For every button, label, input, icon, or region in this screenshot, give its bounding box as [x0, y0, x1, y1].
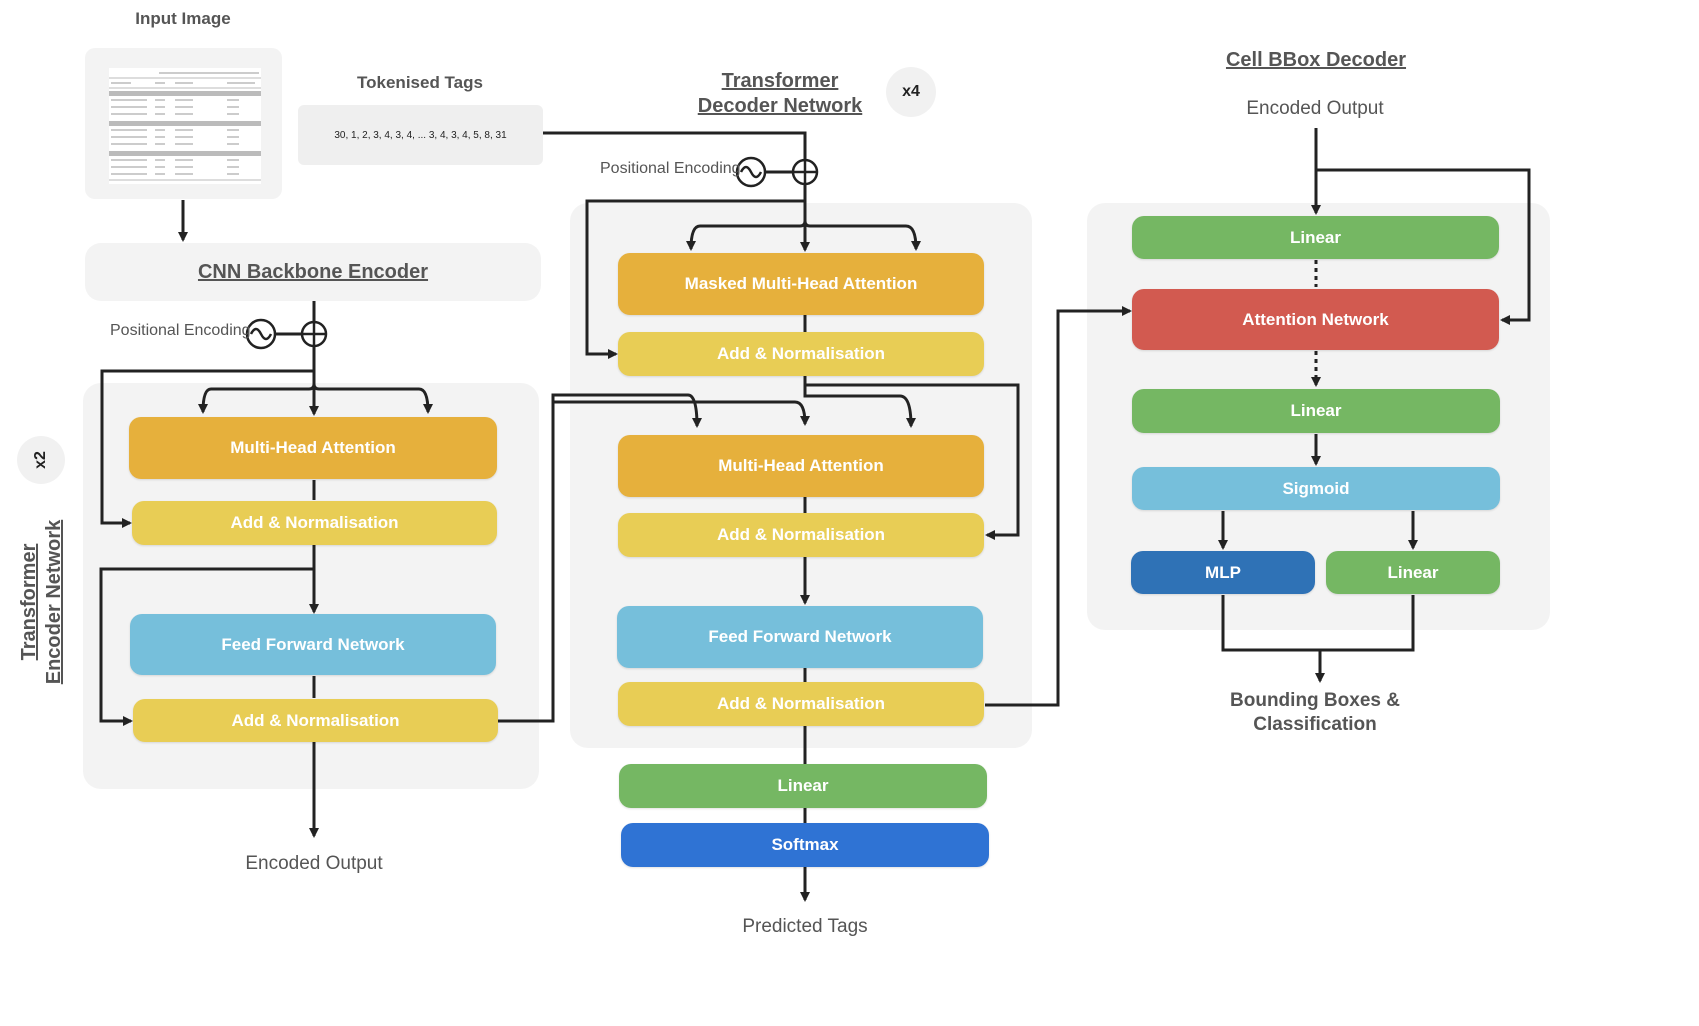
transformer-decoder-title: Transformer Decoder Network: [697, 70, 863, 117]
decoder-multi-head-attention: Multi-Head Attention: [618, 435, 984, 497]
decoder-add-normalisation-2: Add & Normalisation: [618, 513, 984, 557]
sigmoid: Sigmoid: [1132, 467, 1500, 510]
encoder-multi-head-attention: Multi-Head Attention: [129, 417, 497, 479]
input-image-label: Input Image: [135, 9, 231, 28]
predicted-tags-label: Predicted Tags: [742, 916, 868, 937]
cell-bbox-decoder-title: Cell BBox Decoder: [1225, 49, 1407, 71]
decoder-add-normalisation-1: Add & Normalisation: [618, 332, 984, 376]
encoder-output-label: Encoded Output: [245, 853, 383, 874]
decoder-linear: Linear: [619, 764, 987, 808]
cnn-backbone-panel: [85, 243, 541, 301]
transformer-encoder-title: Transformer Encoder Network: [18, 519, 65, 685]
cnn-backbone-encoder: CNN Backbone Encoder: [197, 261, 429, 283]
input-image-thumbnail: [85, 48, 282, 199]
encoder-positional-encoding-label: Positional Encoding: [110, 322, 251, 339]
mlp: MLP: [1131, 551, 1315, 594]
tokenised-tags-value: 30, 1, 2, 3, 4, 3, 4, ... 3, 4, 3, 4, 5,…: [298, 105, 543, 165]
bbox-linear-1: Linear: [1132, 216, 1499, 259]
encoder-feed-forward-network: Feed Forward Network: [130, 614, 496, 675]
encoder-repeat-badge: x2: [17, 436, 65, 484]
decoder-feed-forward-network: Feed Forward Network: [617, 606, 983, 668]
decoder-repeat-badge: x4: [886, 67, 936, 117]
decoder-masked-multi-head-attention: Masked Multi-Head Attention: [618, 253, 984, 315]
bbox-linear-3: Linear: [1326, 551, 1500, 594]
encoder-add-normalisation-2: Add & Normalisation: [133, 699, 498, 742]
bounding-boxes-classification-label: Bounding Boxes & Classification: [1230, 690, 1400, 735]
decoder-add-normalisation-3: Add & Normalisation: [618, 682, 984, 726]
tokenised-tags-label: Tokenised Tags: [357, 73, 483, 92]
attention-network: Attention Network: [1132, 289, 1499, 350]
decoder-positional-encoding-label: Positional Encoding: [600, 160, 741, 177]
decoder-softmax: Softmax: [621, 823, 989, 867]
bbox-encoded-output-label: Encoded Output: [1246, 98, 1384, 119]
encoder-add-normalisation-1: Add & Normalisation: [132, 501, 497, 545]
bbox-linear-2: Linear: [1132, 389, 1500, 433]
